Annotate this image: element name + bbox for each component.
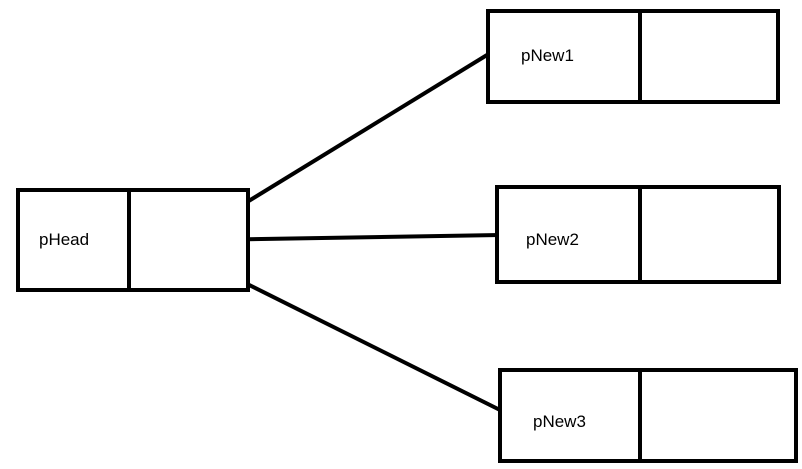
node-pnew1: pNew1 (486, 9, 780, 104)
node-pnew3: pNew3 (498, 368, 798, 463)
edges (200, 53, 501, 412)
edge-head-to-pnew2 (200, 233, 501, 242)
edge-head-to-pnew3 (200, 259, 501, 412)
edge-head-to-pnew1 (201, 53, 489, 231)
node-pnew3-label: pNew3 (533, 412, 586, 431)
node-phead-label: pHead (39, 230, 89, 249)
node-pnew1-box (486, 9, 780, 104)
node-pnew3-box (498, 368, 798, 463)
node-phead-box (16, 188, 250, 292)
node-pnew2-label: pNew2 (526, 230, 579, 249)
node-pnew1-label: pNew1 (521, 46, 574, 65)
node-phead: pHead (16, 188, 250, 292)
node-pnew2: pNew2 (495, 185, 781, 284)
